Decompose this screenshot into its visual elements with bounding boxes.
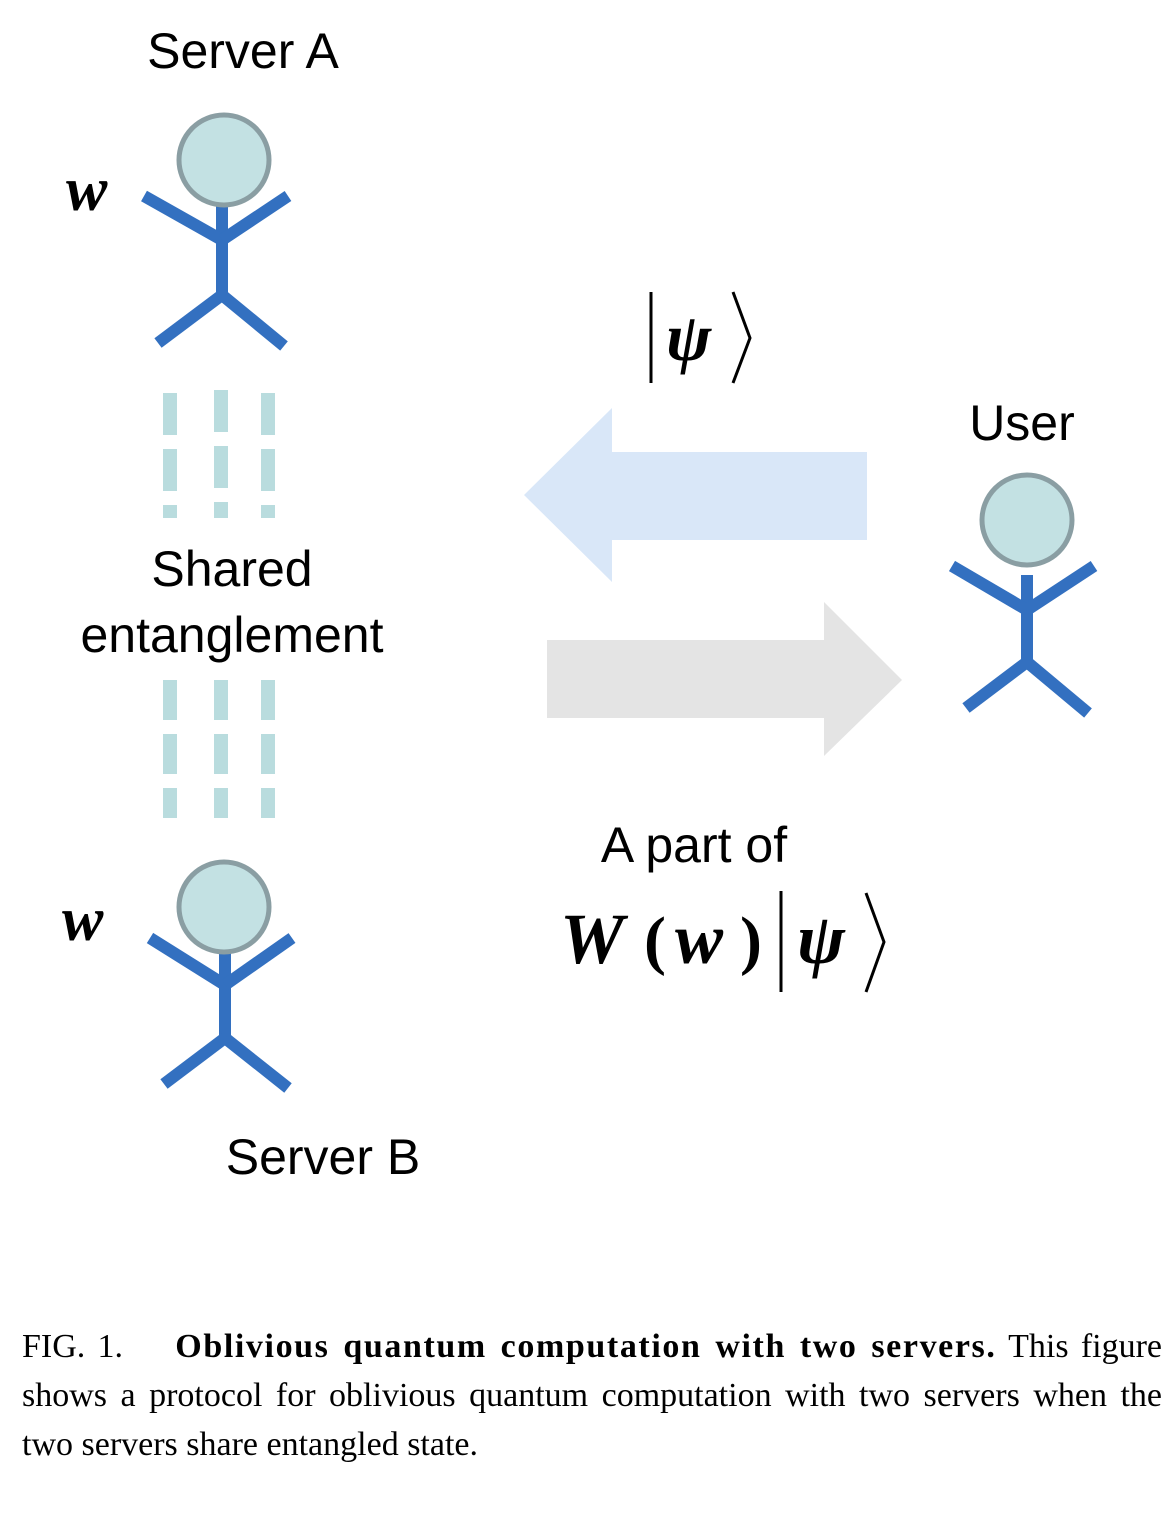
caption-title: Oblivious quantum computation with two s… <box>175 1328 997 1365</box>
server-b-variable: w <box>62 886 104 954</box>
server-a-variable: w <box>66 156 108 224</box>
user-person-icon <box>948 472 1098 718</box>
arrow-right-icon <box>547 602 902 756</box>
caption-fig-label: FIG. 1. <box>22 1328 124 1365</box>
entanglement-link-lower <box>163 680 275 818</box>
caption-body: This figure shows a protocol for oblivio… <box>22 1328 1162 1463</box>
entanglement-link-upper <box>163 390 275 518</box>
returned-label: A part of <box>601 817 787 873</box>
server-b-person-icon <box>146 859 296 1093</box>
user-label: User <box>969 395 1075 451</box>
sent-state-ket: ψ <box>649 291 752 384</box>
shared-entanglement-label-line1: Shared <box>151 541 312 597</box>
server-a-person-icon <box>141 112 292 351</box>
returned-state-w: w <box>675 899 724 979</box>
server-a-label: Server A <box>147 23 339 79</box>
arrow-left-icon <box>524 408 867 582</box>
returned-state-psi: ψ <box>797 899 846 979</box>
shared-entanglement-label-line2: entanglement <box>80 607 383 663</box>
server-b-label: Server B <box>226 1129 421 1185</box>
returned-state-W: W <box>560 899 629 979</box>
figure-caption: FIG. 1. Oblivious quantum computation wi… <box>22 1322 1162 1469</box>
sent-state-psi: ψ <box>666 299 712 375</box>
returned-state-paren-open: ( <box>644 904 666 977</box>
returned-state-expression: W ( w ) ψ <box>560 891 886 993</box>
protocol-diagram: Server A w Shared entanglement w Server … <box>62 23 1098 1185</box>
returned-state-paren-close: ) <box>740 904 762 977</box>
